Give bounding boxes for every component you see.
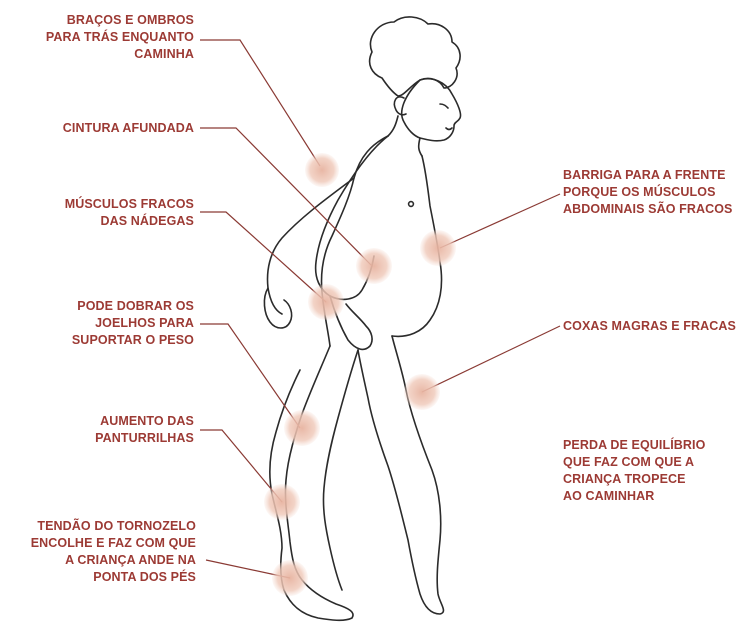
label-arms: BRAÇOS E OMBROS PARA TRÁS ENQUANTO CAMIN… bbox=[24, 12, 194, 63]
leader-knees bbox=[200, 324, 300, 428]
ear bbox=[394, 97, 406, 115]
label-calves: AUMENTO DAS PANTURRILHAS bbox=[24, 413, 194, 447]
leader-arms bbox=[200, 40, 320, 166]
leader-waist bbox=[200, 128, 372, 266]
label-tendon: TENDÃO DO TORNOZELO ENCOLHE E FAZ COM QU… bbox=[4, 518, 196, 586]
marker-tendon bbox=[272, 560, 308, 596]
leader-glutes bbox=[200, 212, 326, 302]
label-glutes: MÚSCULOS FRACOS DAS NÁDEGAS bbox=[24, 196, 194, 230]
marker-glutes bbox=[308, 284, 344, 320]
label-belly: BARRIGA PARA A FRENTE PORQUE OS MÚSCULOS… bbox=[563, 167, 749, 218]
marker-waist bbox=[356, 248, 392, 284]
marker-arms bbox=[305, 153, 339, 187]
marker-knees bbox=[284, 410, 320, 446]
navel bbox=[409, 202, 414, 207]
label-waist: CINTURA AFUNDADA bbox=[24, 120, 194, 137]
label-balance: PERDA DE EQUILÍBRIO QUE FAZ COM QUE A CR… bbox=[563, 437, 749, 505]
mouth bbox=[446, 128, 452, 130]
marker-thighs bbox=[404, 374, 440, 410]
child-outline bbox=[264, 17, 460, 620]
marker-spots bbox=[264, 153, 456, 596]
marker-belly bbox=[420, 230, 456, 266]
leader-lines bbox=[200, 40, 560, 578]
label-thighs: COXAS MAGRAS E FRACAS bbox=[563, 318, 749, 335]
eye bbox=[440, 104, 448, 108]
hair bbox=[370, 17, 460, 96]
label-knees: PODE DOBRAR OS JOELHOS PARA SUPORTAR O P… bbox=[24, 298, 194, 349]
neck bbox=[388, 116, 398, 136]
neck-front bbox=[419, 138, 422, 156]
leader-belly bbox=[440, 194, 560, 248]
inner-leg bbox=[323, 350, 358, 590]
leader-thighs bbox=[422, 326, 560, 392]
marker-calves bbox=[264, 484, 300, 520]
